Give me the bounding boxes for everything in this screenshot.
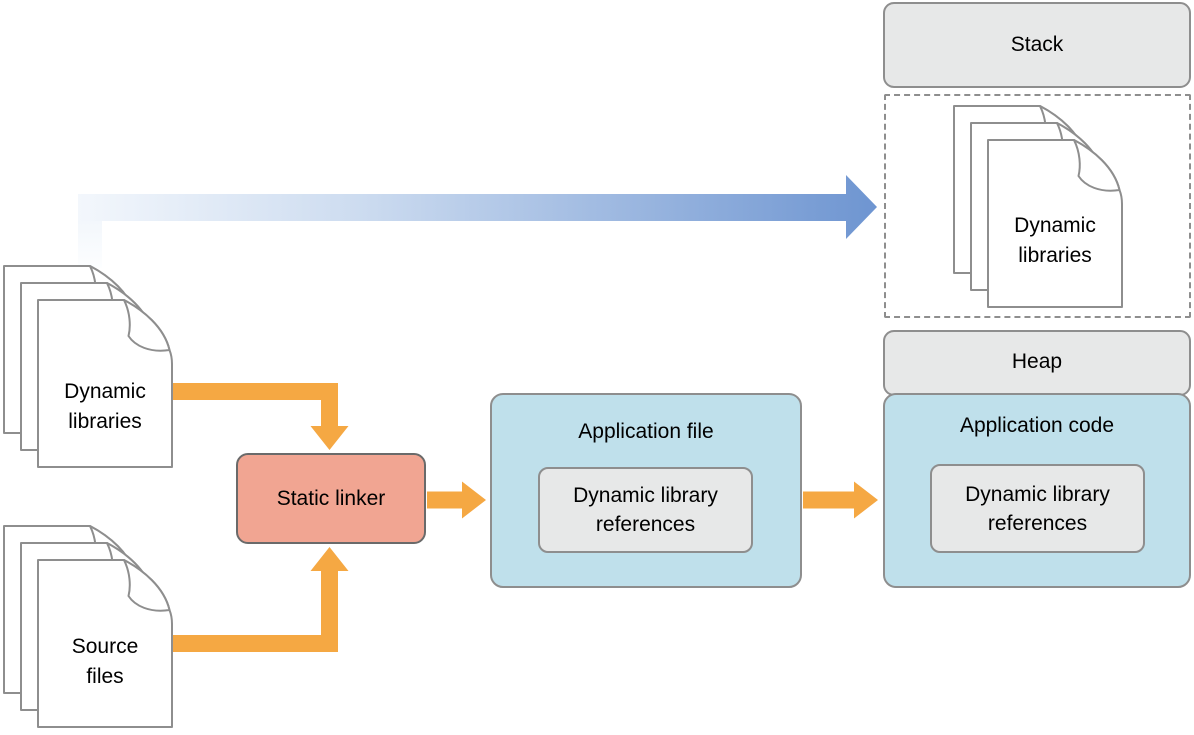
source-files-to-linker-arrow bbox=[170, 547, 349, 652]
loaded-libraries-label: Dynamic libraries bbox=[1014, 214, 1096, 267]
loaded-libraries-region-box bbox=[884, 94, 1191, 318]
dynamic-libraries-stack-icon bbox=[3, 265, 173, 468]
application-file-title: Application file bbox=[578, 420, 714, 443]
application-code-box: Application code Dynamic library referen… bbox=[883, 393, 1191, 588]
heap-region-box: Heap bbox=[883, 330, 1191, 396]
linker-to-application-file-arrow bbox=[427, 481, 486, 519]
application-file-references-box: Dynamic library references bbox=[538, 467, 753, 553]
references-line1: Dynamic library bbox=[573, 484, 718, 507]
static-linker-box: Static linker bbox=[236, 453, 426, 544]
dynamic-libraries-input-label: Dynamic libraries bbox=[64, 380, 146, 433]
references-line2: references bbox=[595, 513, 696, 536]
references-line1: Dynamic library bbox=[965, 482, 1110, 506]
application-file-box: Application file Dynamic library referen… bbox=[490, 393, 802, 588]
load-arrow bbox=[78, 175, 877, 239]
application-code-title: Application code bbox=[959, 414, 1115, 437]
stack-region-box: Stack bbox=[883, 2, 1191, 88]
references-line2: references bbox=[987, 511, 1088, 535]
application-code-references-box: Dynamic library references bbox=[930, 464, 1145, 553]
dynamic-libraries-to-linker-arrow bbox=[170, 383, 349, 450]
source-files-stack-icon bbox=[3, 525, 173, 728]
application-file-to-heap-arrow bbox=[803, 481, 878, 519]
static-linker-label: Static linker bbox=[276, 486, 386, 510]
stack-region-label: Stack bbox=[1010, 33, 1064, 56]
loaded-libraries-stack-icon bbox=[953, 105, 1123, 308]
source-files-label: Source files bbox=[71, 635, 139, 688]
heap-region-label: Heap bbox=[1011, 350, 1063, 373]
